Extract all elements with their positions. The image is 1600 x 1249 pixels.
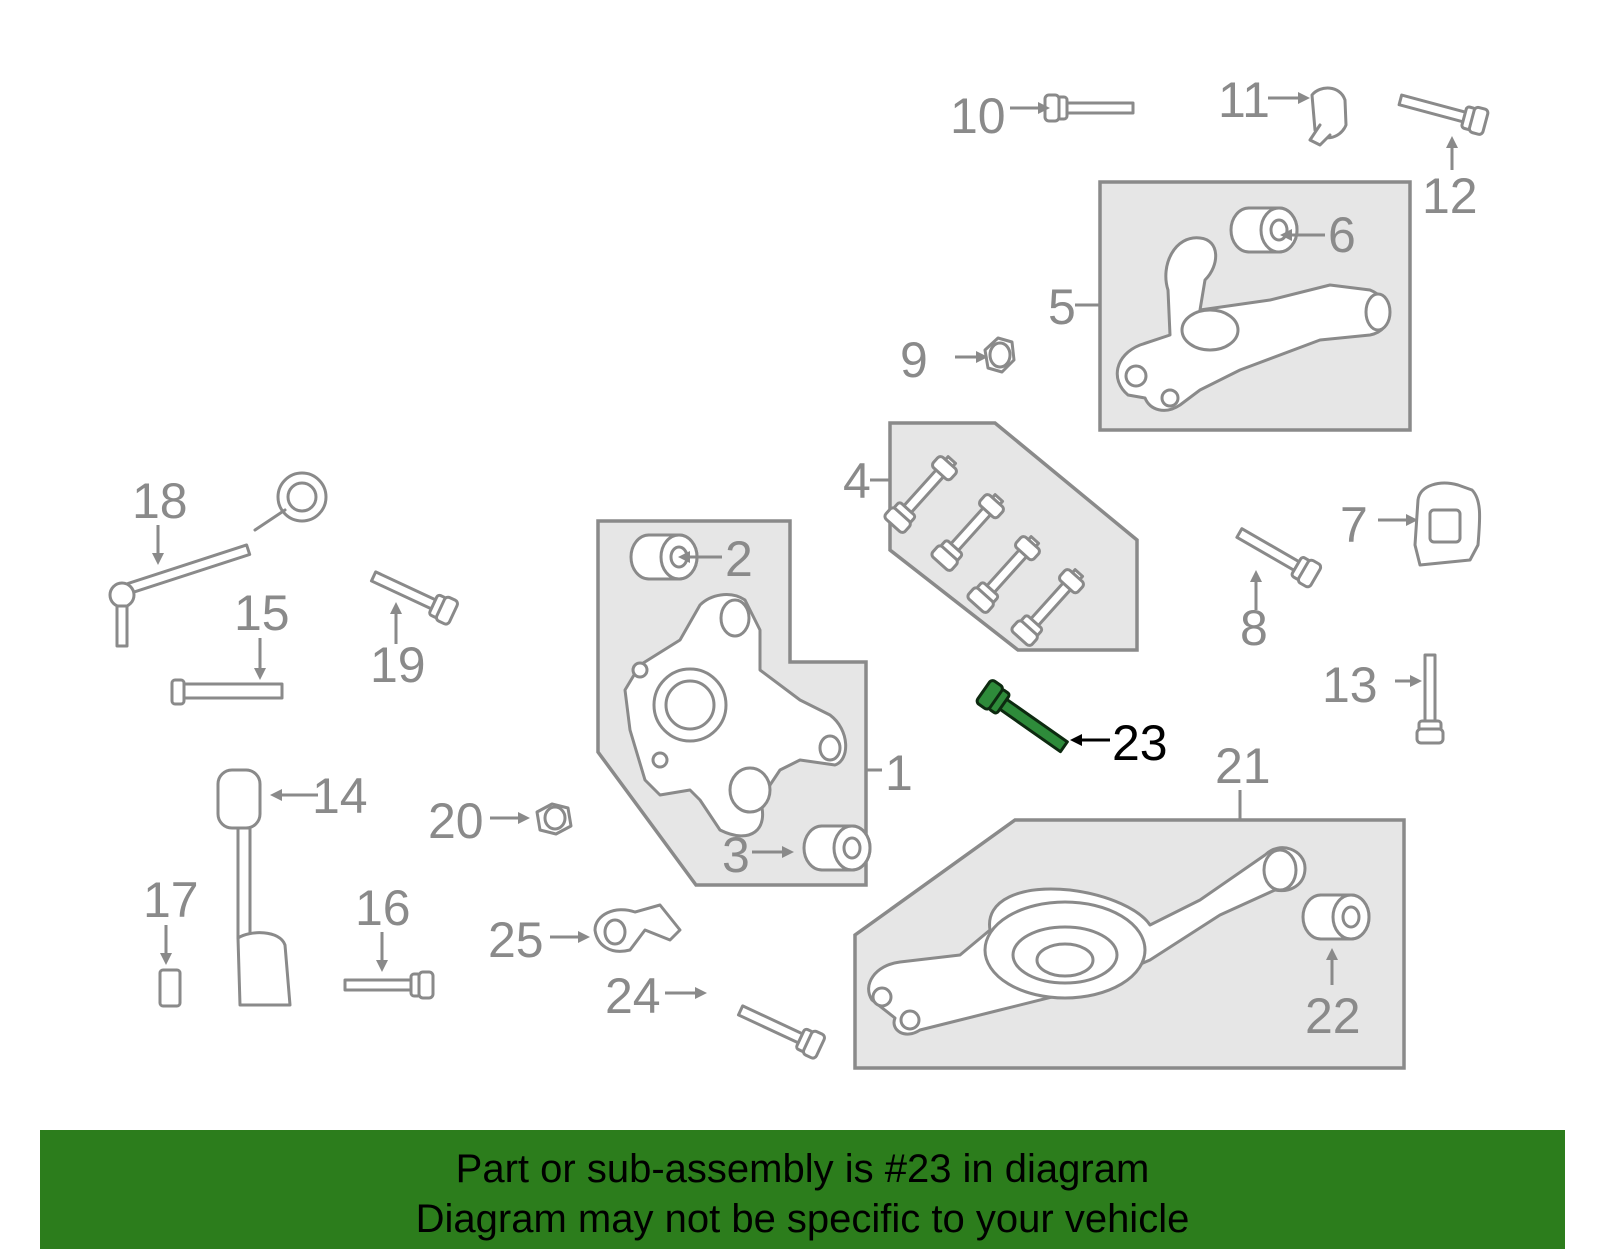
callout-22: 22 — [1305, 988, 1361, 1044]
bolt-set-4 — [881, 449, 1090, 649]
bracket-7 — [1413, 481, 1482, 567]
nut-11 — [1308, 86, 1348, 147]
callout-9: 9 — [900, 332, 928, 388]
callout-3: 3 — [722, 827, 750, 883]
callout-18: 18 — [132, 473, 188, 529]
info-banner: Part or sub-assembly is #23 in diagram D… — [40, 1130, 1565, 1249]
bolt-13 — [1415, 653, 1445, 745]
callout-14: 14 — [312, 768, 368, 824]
banner-line-1: Part or sub-assembly is #23 in diagram — [455, 1147, 1150, 1191]
bushing-22 — [1301, 893, 1371, 941]
bushing-3 — [802, 824, 872, 872]
knuckle — [623, 593, 848, 838]
bolt-8 — [1231, 520, 1324, 590]
link-14 — [216, 768, 292, 1007]
callout-12: 12 — [1422, 168, 1478, 224]
callout-13: 13 — [1322, 657, 1378, 713]
callout-23: 23 — [1112, 715, 1168, 771]
leader-lines — [152, 92, 1458, 999]
callout-1: 1 — [885, 745, 913, 801]
bolt-15 — [170, 678, 284, 706]
callout-21: 21 — [1215, 738, 1271, 794]
upper-control-arm — [1115, 236, 1392, 412]
callout-4: 4 — [843, 453, 871, 509]
bolt-12 — [1395, 85, 1491, 137]
banner-line-2: Diagram may not be specific to your vehi… — [415, 1197, 1190, 1241]
group-box-4 — [888, 421, 1139, 652]
clip-17 — [158, 968, 182, 1008]
toe-link-18 — [108, 471, 328, 648]
bushing-6 — [1229, 206, 1299, 254]
nut-20 — [535, 802, 573, 836]
bolt-19 — [366, 563, 461, 627]
callout-10: 10 — [950, 88, 1006, 144]
bracket-25 — [593, 903, 682, 953]
callout-17: 17 — [143, 872, 199, 928]
callout-16: 16 — [355, 880, 411, 936]
lower-control-arm — [867, 846, 1307, 1036]
bolt-16 — [343, 970, 435, 1000]
callout-19: 19 — [370, 637, 426, 693]
callout-25: 25 — [488, 912, 544, 968]
callout-7: 7 — [1340, 497, 1368, 553]
callout-20: 20 — [428, 793, 484, 849]
nut-9 — [983, 336, 1016, 374]
callout-6: 6 — [1328, 207, 1356, 263]
bolt-24 — [733, 997, 828, 1061]
callout-15: 15 — [234, 585, 290, 641]
callout-labels: 10 11 12 6 5 9 4 7 8 13 2 1 3 23 21 22 1… — [132, 72, 1478, 1044]
callout-24: 24 — [605, 968, 661, 1024]
bolt-10 — [1043, 93, 1135, 123]
callout-5: 5 — [1048, 279, 1076, 335]
callout-2: 2 — [725, 531, 753, 587]
callout-11: 11 — [1218, 72, 1270, 128]
callout-8: 8 — [1240, 600, 1268, 656]
bolt-23-highlighted[interactable] — [975, 679, 1072, 758]
